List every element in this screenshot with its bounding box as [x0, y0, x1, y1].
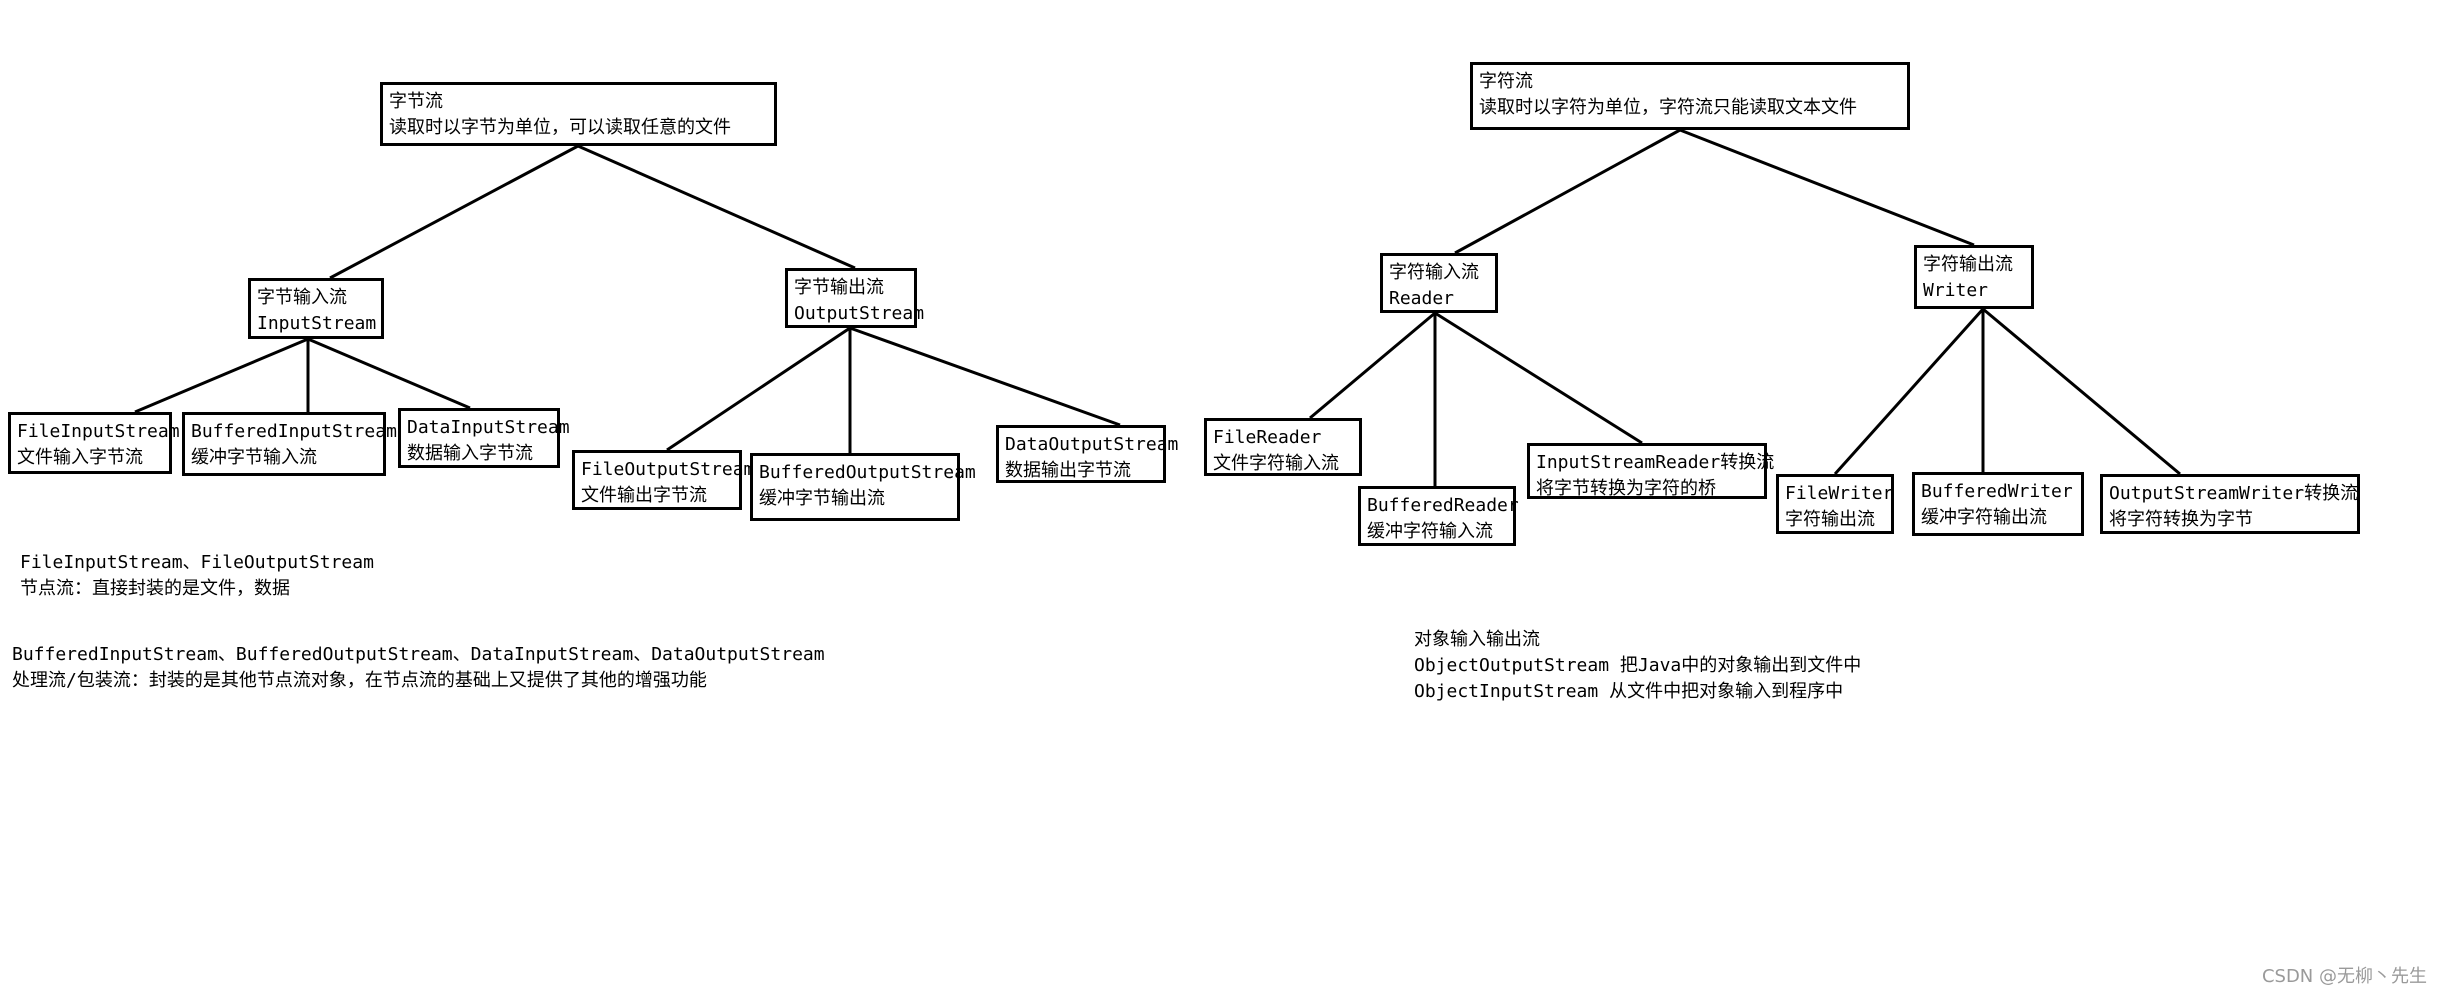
- byte-stream-root: 字节流 读取时以字节为单位，可以读取任意的文件: [380, 82, 777, 146]
- edge-reader-isr: [1434, 311, 1643, 445]
- char-stream-root: 字符流 读取时以字符为单位，字符流只能读取文本文件: [1470, 62, 1910, 130]
- node-streams-note: FileInputStream、FileOutputStream 节点流：直接封…: [20, 550, 374, 602]
- buffered-reader-node: BufferedReader 缓冲字符输入流: [1358, 486, 1519, 546]
- buffered-output-stream-class: BufferedOutputStream: [759, 462, 976, 483]
- file-writer-desc: 字符输出流: [1785, 509, 1875, 530]
- char-stream-root-title: 字符流: [1479, 71, 1533, 92]
- node-streams-classes: FileInputStream、FileOutputStream: [20, 552, 374, 573]
- edge-char-root-input: [1454, 128, 1681, 255]
- buffered-input-stream-class: BufferedInputStream: [191, 421, 397, 442]
- file-reader-class: FileReader: [1213, 427, 1322, 448]
- data-output-stream-class: DataOutputStream: [1005, 434, 1179, 455]
- output-stream-writer-node: OutputStreamWriter转换流 将字符转换为字节: [2100, 474, 2360, 534]
- data-output-stream-node: DataOutputStream 数据输出字节流: [996, 425, 1179, 483]
- char-stream-root-desc: 读取时以字符为单位，字符流只能读取文本文件: [1479, 97, 1857, 118]
- buffered-writer-node: BufferedWriter 缓冲字符输出流: [1912, 472, 2084, 536]
- file-reader-node: FileReader 文件字符输入流: [1204, 418, 1362, 476]
- edge-byte-root-input: [329, 144, 579, 280]
- byte-output-stream-class: OutputStream: [794, 303, 925, 324]
- file-input-stream-node: FileInputStream 文件输入字节流: [8, 412, 180, 474]
- data-input-stream-class: DataInputStream: [407, 417, 570, 438]
- edge-input-data: [307, 337, 471, 410]
- char-input-stream-class: Reader: [1389, 288, 1455, 309]
- char-output-stream-node: 字符输出流 Writer: [1914, 245, 2034, 309]
- file-writer-node: FileWriter 字符输出流: [1776, 474, 1894, 534]
- char-input-stream-node: 字符输入流 Reader: [1380, 253, 1498, 313]
- object-streams-title: 对象输入输出流: [1414, 629, 1540, 650]
- output-stream-writer-desc: 将字符转换为字节: [2109, 509, 2253, 530]
- file-output-stream-desc: 文件输出字节流: [581, 485, 707, 506]
- processing-streams-note: BufferedInputStream、BufferedOutputStream…: [12, 642, 825, 694]
- byte-stream-root-title: 字节流: [389, 91, 443, 112]
- file-input-stream-class: FileInputStream: [17, 421, 180, 442]
- buffered-writer-desc: 缓冲字符输出流: [1921, 507, 2047, 528]
- file-output-stream-node: FileOutputStream 文件输出字节流: [572, 450, 755, 510]
- byte-output-stream-title: 字节输出流: [794, 277, 884, 298]
- object-input-stream-desc: ObjectInputStream 从文件中把对象输入到程序中: [1414, 681, 1844, 702]
- node-streams-desc: 节点流：直接封装的是文件，数据: [20, 578, 290, 599]
- input-stream-reader-node: InputStreamReader转换流 将字节转换为字符的桥: [1527, 443, 1775, 499]
- byte-output-stream-node: 字节输出流 OutputStream: [785, 268, 925, 328]
- char-output-stream-title: 字符输出流: [1923, 254, 2013, 275]
- file-writer-class: FileWriter: [1785, 483, 1894, 504]
- object-output-stream-desc: ObjectOutputStream 把Java中的对象输出到文件中: [1414, 655, 1862, 676]
- byte-input-stream-class: InputStream: [257, 313, 377, 334]
- input-stream-reader-class: InputStreamReader转换流: [1536, 452, 1775, 473]
- edge-char-root-output: [1679, 128, 1975, 247]
- edge-input-file: [134, 337, 309, 414]
- edge-reader-file: [1309, 311, 1436, 420]
- char-input-stream-title: 字符输入流: [1389, 262, 1479, 283]
- buffered-input-stream-desc: 缓冲字节输入流: [191, 447, 317, 468]
- buffered-reader-desc: 缓冲字符输入流: [1367, 521, 1493, 542]
- buffered-output-stream-desc: 缓冲字节输出流: [759, 488, 885, 509]
- edge-output-data: [849, 326, 1121, 427]
- processing-streams-desc: 处理流/包装流：封装的是其他节点流对象，在节点流的基础上又提供了其他的增强功能: [12, 670, 707, 691]
- buffered-output-stream-node: BufferedOutputStream 缓冲字节输出流: [750, 453, 976, 521]
- object-streams-note: 对象输入输出流 ObjectOutputStream 把Java中的对象输出到文…: [1414, 627, 1861, 705]
- byte-input-stream-title: 字节输入流: [257, 287, 347, 308]
- input-stream-reader-desc: 将字节转换为字符的桥: [1536, 478, 1716, 499]
- file-reader-desc: 文件字符输入流: [1213, 453, 1339, 474]
- edge-writer-file: [1833, 307, 1985, 476]
- data-input-stream-node: DataInputStream 数据输入字节流: [398, 408, 570, 468]
- edge-output-file: [666, 326, 851, 452]
- edge-byte-root-output: [577, 144, 856, 270]
- char-output-stream-class: Writer: [1923, 280, 1989, 301]
- file-output-stream-class: FileOutputStream: [581, 459, 755, 480]
- buffered-input-stream-node: BufferedInputStream 缓冲字节输入流: [182, 412, 397, 476]
- edge-writer-osw: [1982, 307, 2181, 476]
- byte-input-stream-node: 字节输入流 InputStream: [248, 278, 384, 339]
- file-input-stream-desc: 文件输入字节流: [17, 447, 143, 468]
- data-input-stream-desc: 数据输入字节流: [407, 443, 533, 464]
- buffered-reader-class: BufferedReader: [1367, 495, 1519, 516]
- buffered-writer-class: BufferedWriter: [1921, 481, 2073, 502]
- csdn-watermark: CSDN @无柳丶先生: [2261, 966, 2427, 987]
- byte-stream-root-desc: 读取时以字节为单位，可以读取任意的文件: [389, 117, 731, 138]
- data-output-stream-desc: 数据输出字节流: [1005, 460, 1131, 481]
- output-stream-writer-class: OutputStreamWriter转换流: [2109, 483, 2359, 504]
- processing-streams-classes: BufferedInputStream、BufferedOutputStream…: [12, 644, 825, 665]
